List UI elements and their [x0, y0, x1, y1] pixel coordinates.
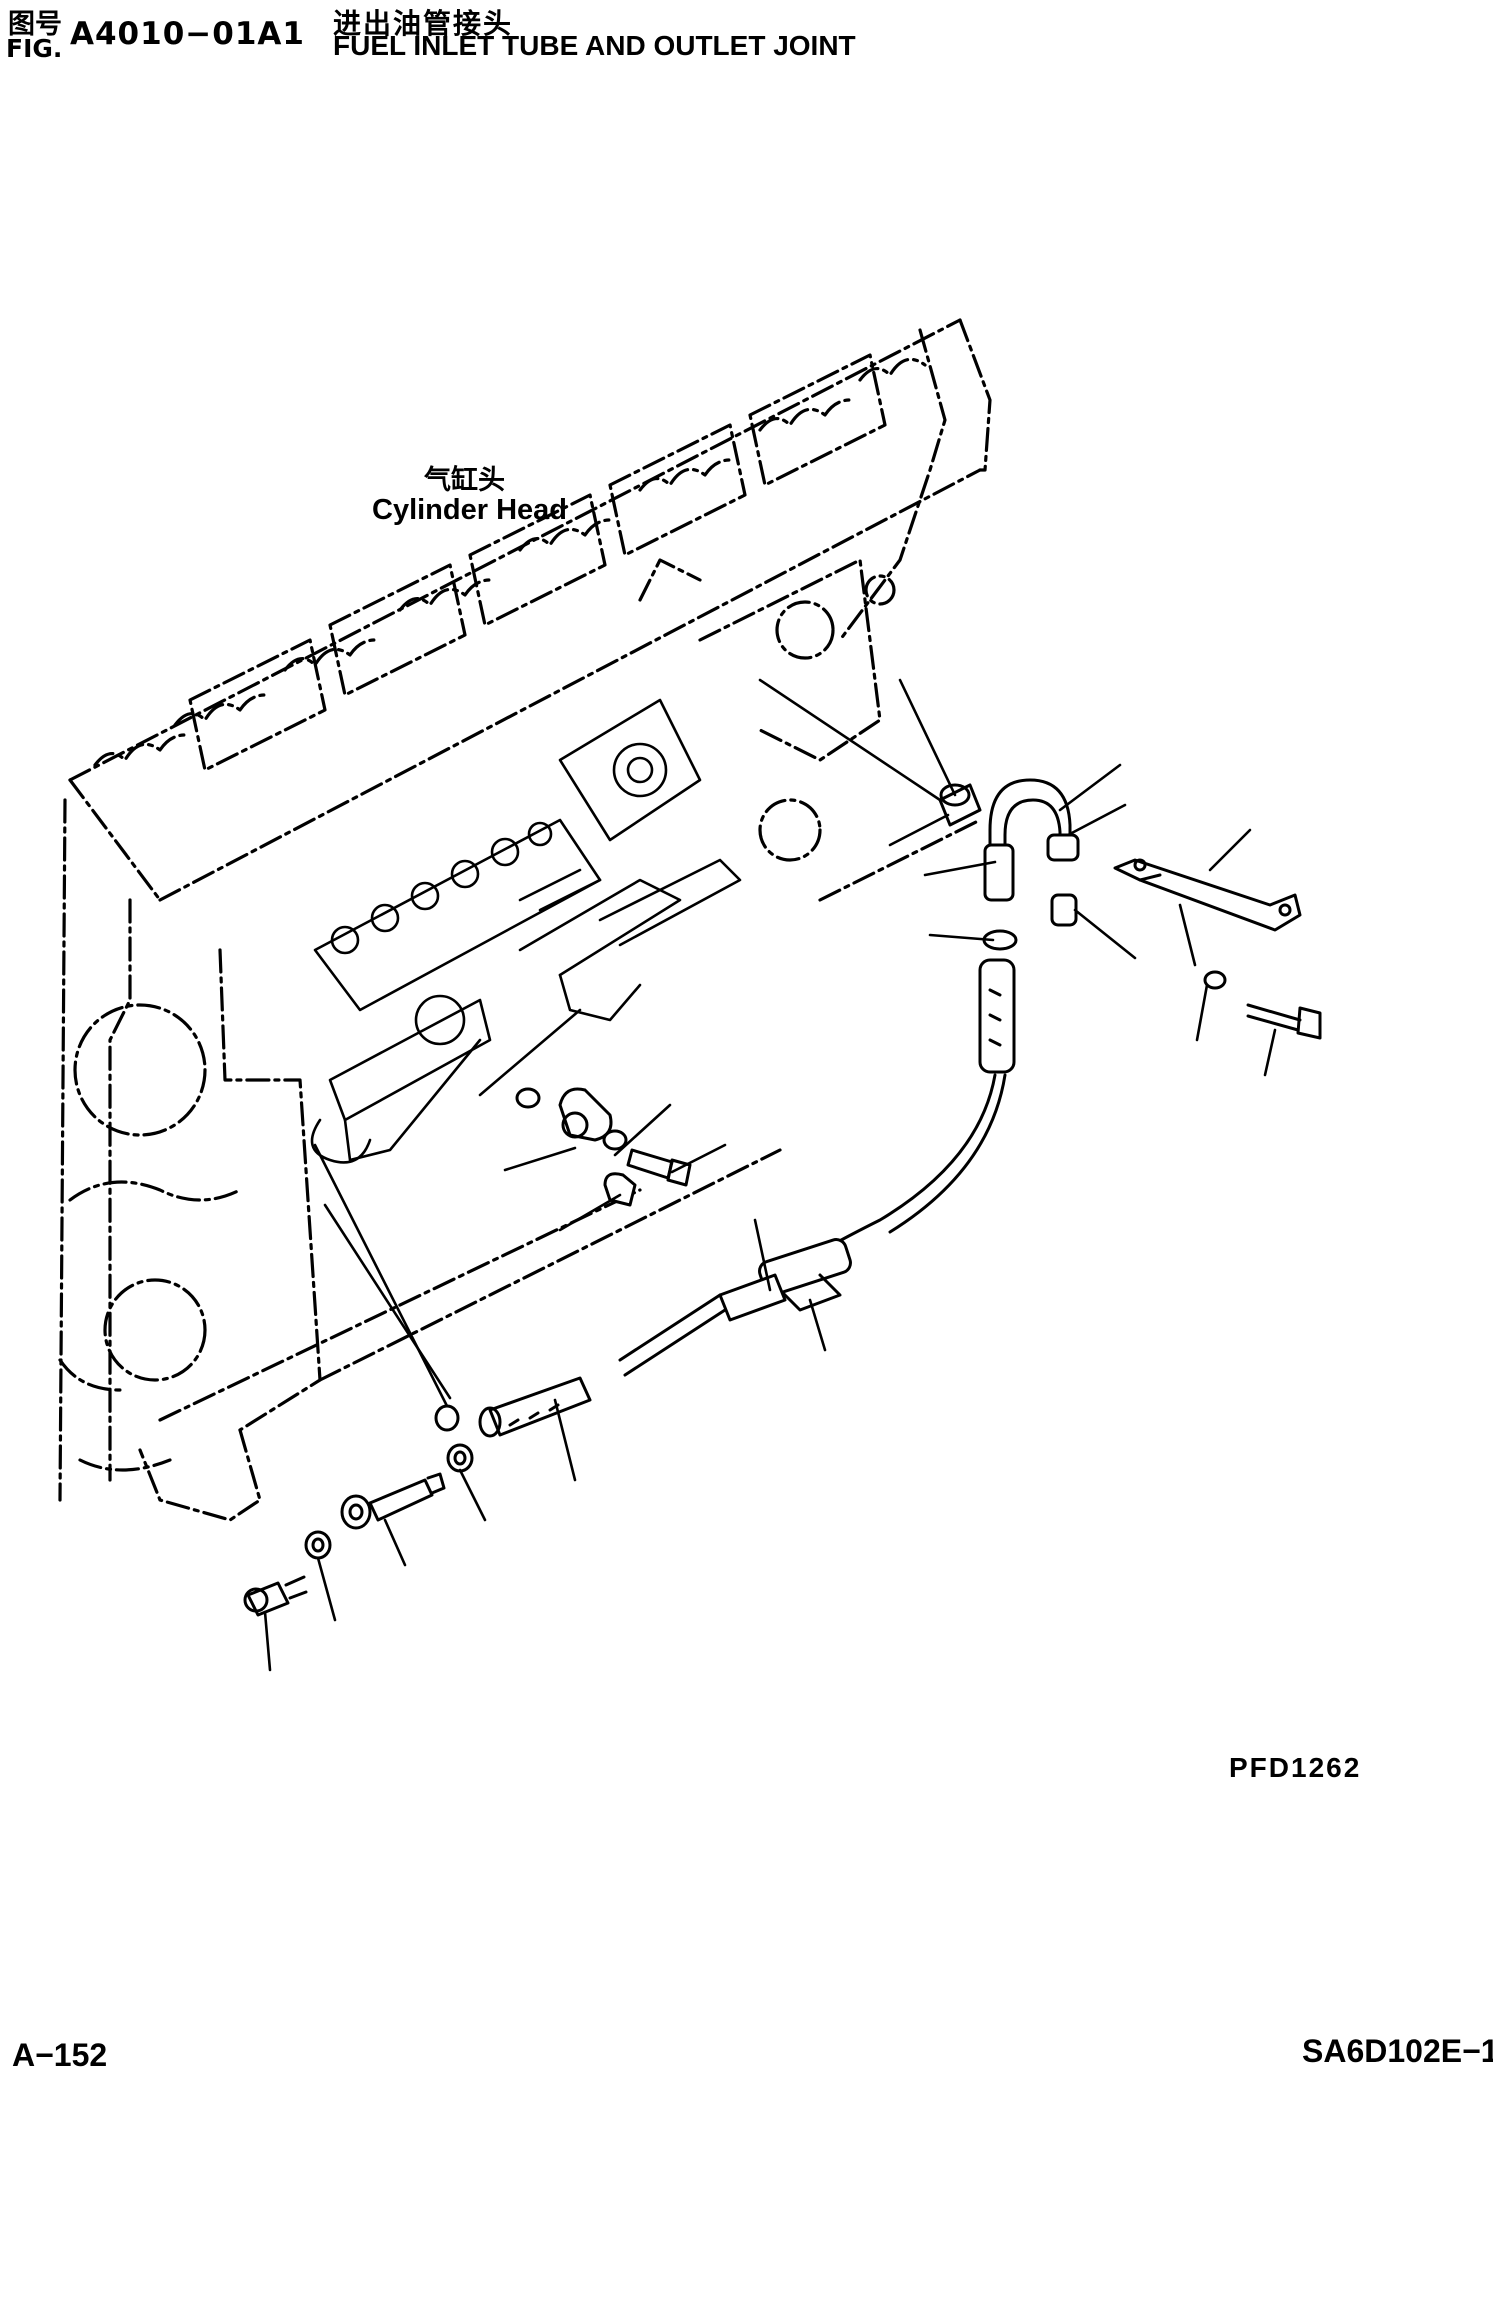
leader-lines	[263, 678, 1277, 1672]
cylinder-head-label-cn: 气缸头	[424, 465, 505, 496]
injection-pump-assembly	[310, 698, 742, 1164]
middle-hose-clip	[618, 1238, 852, 1377]
title-en: FUEL INLET TUBE AND OUTLET JOINT	[333, 30, 856, 61]
fig-label-en: FIG.	[6, 34, 63, 63]
inlet-fitting-parts	[515, 1087, 692, 1207]
cylinder-head-label-en: Cylinder Head	[372, 494, 567, 526]
outlet-joint-parts	[788, 778, 1322, 1272]
cylinder-head-outline	[58, 318, 992, 1522]
fig-label-cn: 图号	[8, 9, 62, 40]
title-cn: 进出油管接头	[333, 7, 514, 40]
figure-number: A4010−01A1	[70, 16, 305, 52]
lower-hose-banjo	[243, 1376, 592, 1617]
model-code: SA6D102E−1	[1302, 2033, 1493, 2069]
page-number: A−152	[12, 2037, 108, 2073]
drawing-code: PFD1262	[1229, 1752, 1362, 1783]
